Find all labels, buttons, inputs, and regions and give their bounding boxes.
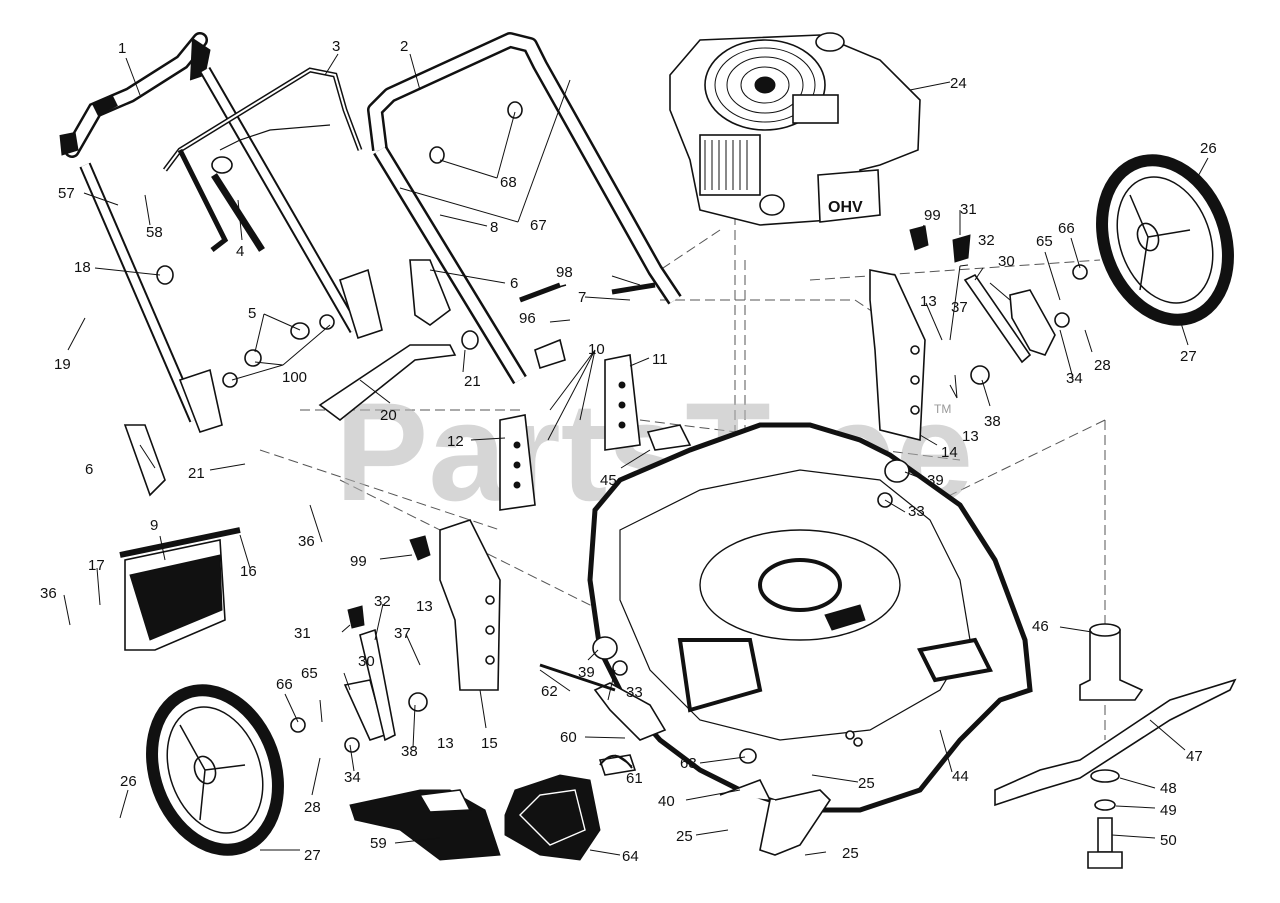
callout-44: 44 [952,768,969,785]
rear-flap-and-chutes [119,527,601,861]
callout-64: 64 [622,848,639,865]
callout-96: 96 [519,310,536,327]
upper-handle [367,32,682,385]
wheel-right [1096,154,1234,326]
callout-37-a: 37 [951,299,968,316]
callout-58: 58 [146,224,163,241]
callout-39-b: 39 [578,664,595,681]
callout-10: 10 [588,341,605,358]
control-bail [163,67,363,252]
watermark-trademark: TM [934,402,951,416]
callout-6-upper: 6 [510,275,518,292]
callout-65-b: 65 [301,665,318,682]
callout-16: 16 [240,563,257,580]
callout-5: 5 [248,305,256,322]
callout-19: 19 [54,356,71,373]
callout-28-b: 28 [304,799,321,816]
callout-33-b: 33 [626,684,643,701]
callout-25-c: 25 [842,845,859,862]
callout-48: 48 [1160,780,1177,797]
callout-25-b: 25 [676,828,693,845]
callout-50: 50 [1160,832,1177,849]
callout-18: 18 [74,259,91,276]
callout-30-b: 30 [358,653,375,670]
callout-1: 1 [118,40,126,57]
callout-28-a: 28 [1094,357,1111,374]
callout-45: 45 [600,472,617,489]
leader-lines [63,53,1209,856]
callout-34-b: 34 [344,769,361,786]
callout-21-a: 21 [464,373,481,390]
callout-9: 9 [150,517,158,534]
callout-60: 60 [560,729,577,746]
callout-33-a: 33 [908,503,925,520]
engine-badge: OHV [828,199,863,216]
callout-49: 49 [1160,802,1177,819]
callout-99-a: 99 [924,207,941,224]
callout-38-b: 38 [401,743,418,760]
callout-17: 17 [88,557,105,574]
callout-27-b: 27 [304,847,321,864]
callout-30-a: 30 [998,253,1015,270]
callout-68: 68 [500,174,517,191]
callout-21-b: 21 [188,465,205,482]
callout-32-a: 32 [978,232,995,249]
callout-47: 47 [1186,748,1203,765]
small-parts [123,101,990,856]
callout-7: 7 [578,289,586,306]
callout-36-a: 36 [298,533,315,550]
wheel-left [146,684,284,856]
callout-31-b: 31 [294,625,311,642]
callout-24: 24 [950,75,967,92]
callout-4: 4 [236,243,244,260]
callout-26-a: 26 [1200,140,1217,157]
callout-3: 3 [332,38,340,55]
callout-99-b: 99 [350,553,367,570]
callout-15: 15 [481,735,498,752]
callout-12: 12 [447,433,464,450]
callout-65-a: 65 [1036,233,1053,250]
callout-62: 62 [541,683,558,700]
callout-2: 2 [400,38,408,55]
callout-98: 98 [556,264,573,281]
callout-14: 14 [941,444,958,461]
wheel-brackets [290,225,1088,753]
callout-labels: 1 2 3 4 5 6 6 7 8 9 10 11 12 13 13 13 13… [40,38,1217,865]
callout-20: 20 [380,407,397,424]
callout-46: 46 [1032,618,1049,635]
callout-57: 57 [58,185,75,202]
callout-61: 61 [626,770,643,787]
height-adjusters [439,269,926,691]
engine: OHV [669,32,921,226]
callout-13-c: 13 [416,598,433,615]
callout-100: 100 [282,369,307,386]
callout-66-b: 66 [276,676,293,693]
callout-63: 63 [680,755,697,772]
callout-31-a: 31 [960,201,977,218]
callout-32-b: 32 [374,593,391,610]
callout-26-b: 26 [120,773,137,790]
blade-assembly [994,623,1237,869]
callout-13-b: 13 [962,428,979,445]
callout-25-a: 25 [858,775,875,792]
callout-27-a: 27 [1180,348,1197,365]
callout-67: 67 [530,217,547,234]
callout-13-a: 13 [920,293,937,310]
callout-59: 59 [370,835,387,852]
callout-40: 40 [658,793,675,810]
callout-34-a: 34 [1066,370,1083,387]
callout-13-d: 13 [437,735,454,752]
lower-handle [59,32,383,433]
callout-6-lower: 6 [85,461,93,478]
callout-11: 11 [652,351,668,368]
callout-38-a: 38 [984,413,1001,430]
callout-8: 8 [490,219,498,236]
callout-66-a: 66 [1058,220,1075,237]
callout-36-b: 36 [40,585,57,602]
callout-39-a: 39 [927,472,944,489]
callout-37-b: 37 [394,625,411,642]
